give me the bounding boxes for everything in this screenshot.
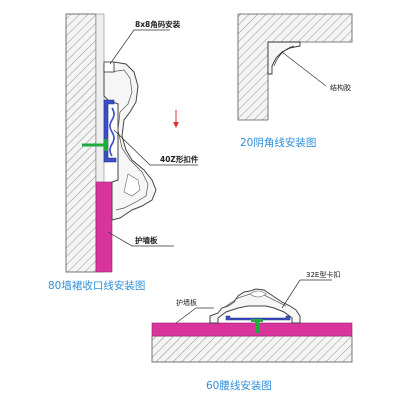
caption-figure-3: 60腰线安装图 xyxy=(206,379,272,392)
screw-icon-waist xyxy=(251,319,263,333)
moulding-groove xyxy=(123,173,141,197)
waist-moulding-profile xyxy=(209,288,301,324)
wall-panel xyxy=(95,181,113,273)
wall-panel-horizontal xyxy=(151,322,353,337)
leader-panel xyxy=(107,231,174,247)
label-structural-glue: 结构胶 xyxy=(330,83,351,92)
leader-panel-waist xyxy=(175,307,214,324)
e-clip xyxy=(225,315,291,321)
moulding-inner-line xyxy=(109,69,149,211)
figure-waist-line: 32E型卡扣 护墙板 60腰线安装图 xyxy=(151,270,353,392)
z-clip-wave xyxy=(109,107,115,157)
waist-moulding-bead xyxy=(249,290,267,298)
label-z-clip: 40Z形扣件 xyxy=(160,154,199,164)
leader-glue xyxy=(281,51,327,87)
leader-e-clip xyxy=(281,279,332,309)
caption-figure-2: 20阴角线安装图 xyxy=(240,136,316,149)
corner-code-bracket xyxy=(103,61,115,73)
leader-corner-code xyxy=(109,29,170,65)
label-wall-panel-waist: 护墙板 xyxy=(176,298,197,307)
moulding-profile xyxy=(103,61,157,221)
arrow-down-icon xyxy=(173,110,179,128)
caption-figure-1: 80墙裙收口线安装图 xyxy=(48,279,145,292)
label-wall-panel: 护墙板 xyxy=(135,235,158,245)
corner-moulding xyxy=(267,41,301,75)
screw-icon xyxy=(82,139,108,151)
label-corner-code: 8x8角码安装 xyxy=(135,19,181,29)
figure-inside-corner-line: 结构胶 20阴角线安装图 xyxy=(237,13,353,149)
leader-clip xyxy=(113,129,198,166)
corner-wall-hatch xyxy=(237,13,353,121)
label-e-clip: 32E型卡扣 xyxy=(306,270,340,279)
corner-moulding-curve xyxy=(273,45,295,67)
base-hatch xyxy=(151,335,353,363)
wall-hatch xyxy=(65,13,97,273)
figure-wainscot-closing-line: 8x8角码安装 40Z形扣件 护墙板 80墙裙收口线安装图 xyxy=(48,13,199,292)
